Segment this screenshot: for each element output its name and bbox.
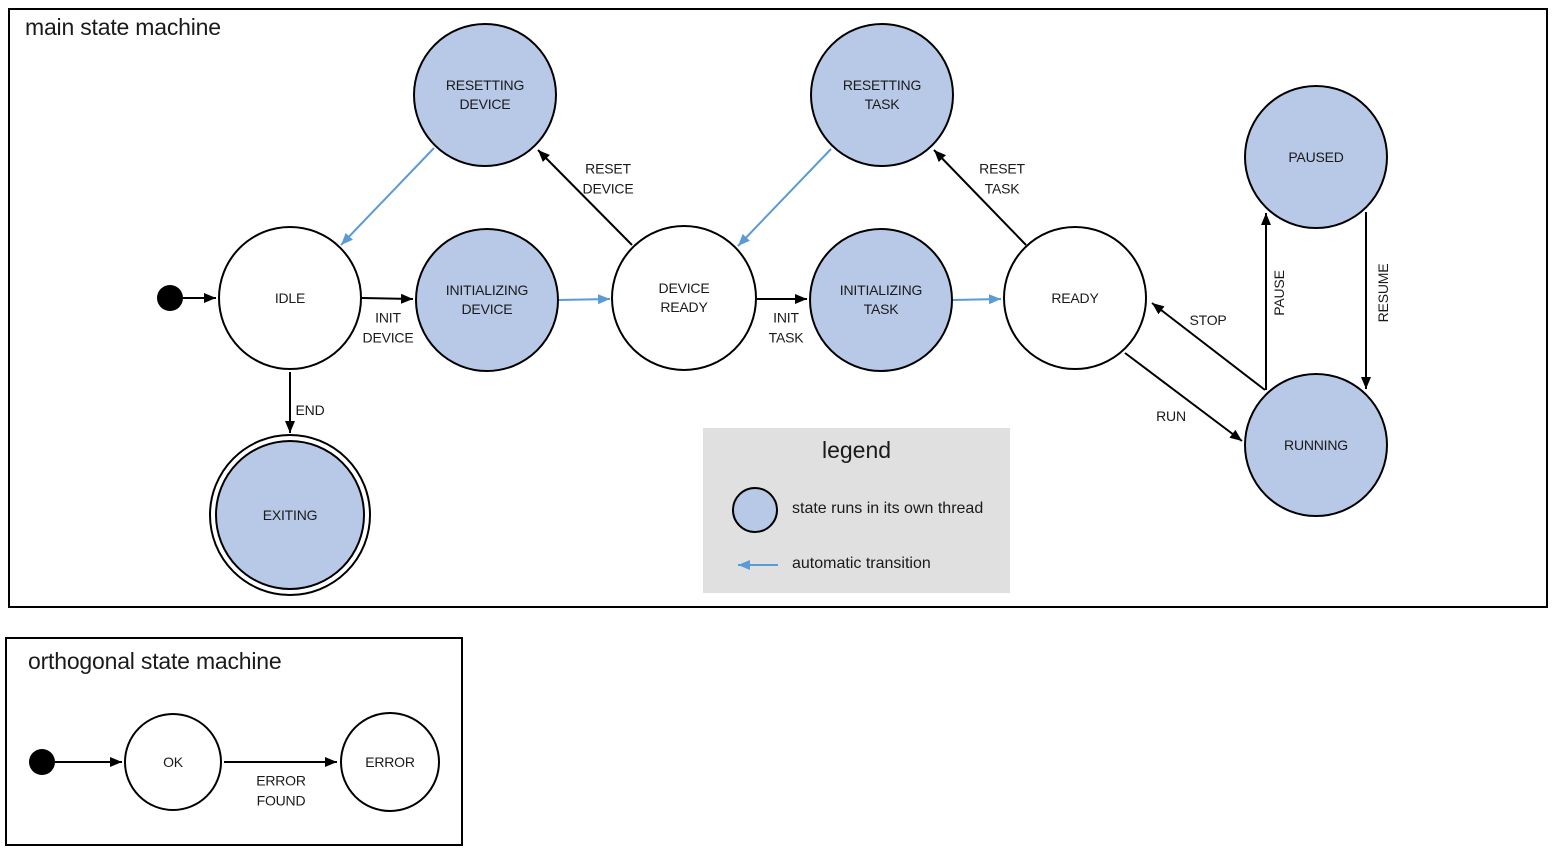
state-idle: IDLE (218, 226, 362, 370)
orthogonal-state-machine-frame (5, 637, 463, 846)
state-device-ready: DEVICE READY (611, 225, 757, 371)
label-reset-task: RESET TASK (979, 160, 1025, 196)
state-resetting-task: RESETTING TASK (810, 23, 954, 167)
main-machine-title: main state machine (25, 14, 221, 40)
label-reset-device: RESET DEVICE (582, 160, 634, 196)
state-initializing-device: INITIALIZING DEVICE (415, 228, 559, 372)
state-exiting-final-ring: EXITING (209, 434, 371, 596)
state-paused: PAUSED (1244, 85, 1388, 229)
legend-thread-state-swatch (732, 487, 778, 533)
state-exiting: EXITING (215, 440, 365, 590)
state-resetting-device: RESETTING DEVICE (413, 23, 557, 167)
main-initial-state-dot (157, 285, 183, 311)
legend-thread-item-label: state runs in its own thread (792, 500, 984, 517)
main-state-machine-frame (8, 8, 1548, 608)
label-init-task: INIT TASK (768, 309, 804, 345)
legend-auto-item-label: automatic transition (792, 555, 931, 572)
label-resume: RESUME (1375, 263, 1392, 323)
label-pause: PAUSE (1271, 270, 1288, 316)
orthogonal-initial-state-dot (29, 749, 55, 775)
state-ok: OK (124, 713, 222, 811)
label-end: END (295, 402, 325, 419)
state-ready: READY (1003, 226, 1147, 370)
label-run: RUN (1156, 408, 1186, 425)
state-running: RUNNING (1244, 373, 1388, 517)
orthogonal-machine-title: orthogonal state machine (28, 648, 282, 674)
label-error-found: ERROR FOUND (256, 772, 306, 808)
state-initializing-task: INITIALIZING TASK (809, 228, 953, 372)
label-init-device: INIT DEVICE (362, 309, 414, 345)
label-stop: STOP (1189, 312, 1227, 329)
legend-title: legend (821, 437, 892, 463)
state-error: ERROR (340, 712, 440, 812)
